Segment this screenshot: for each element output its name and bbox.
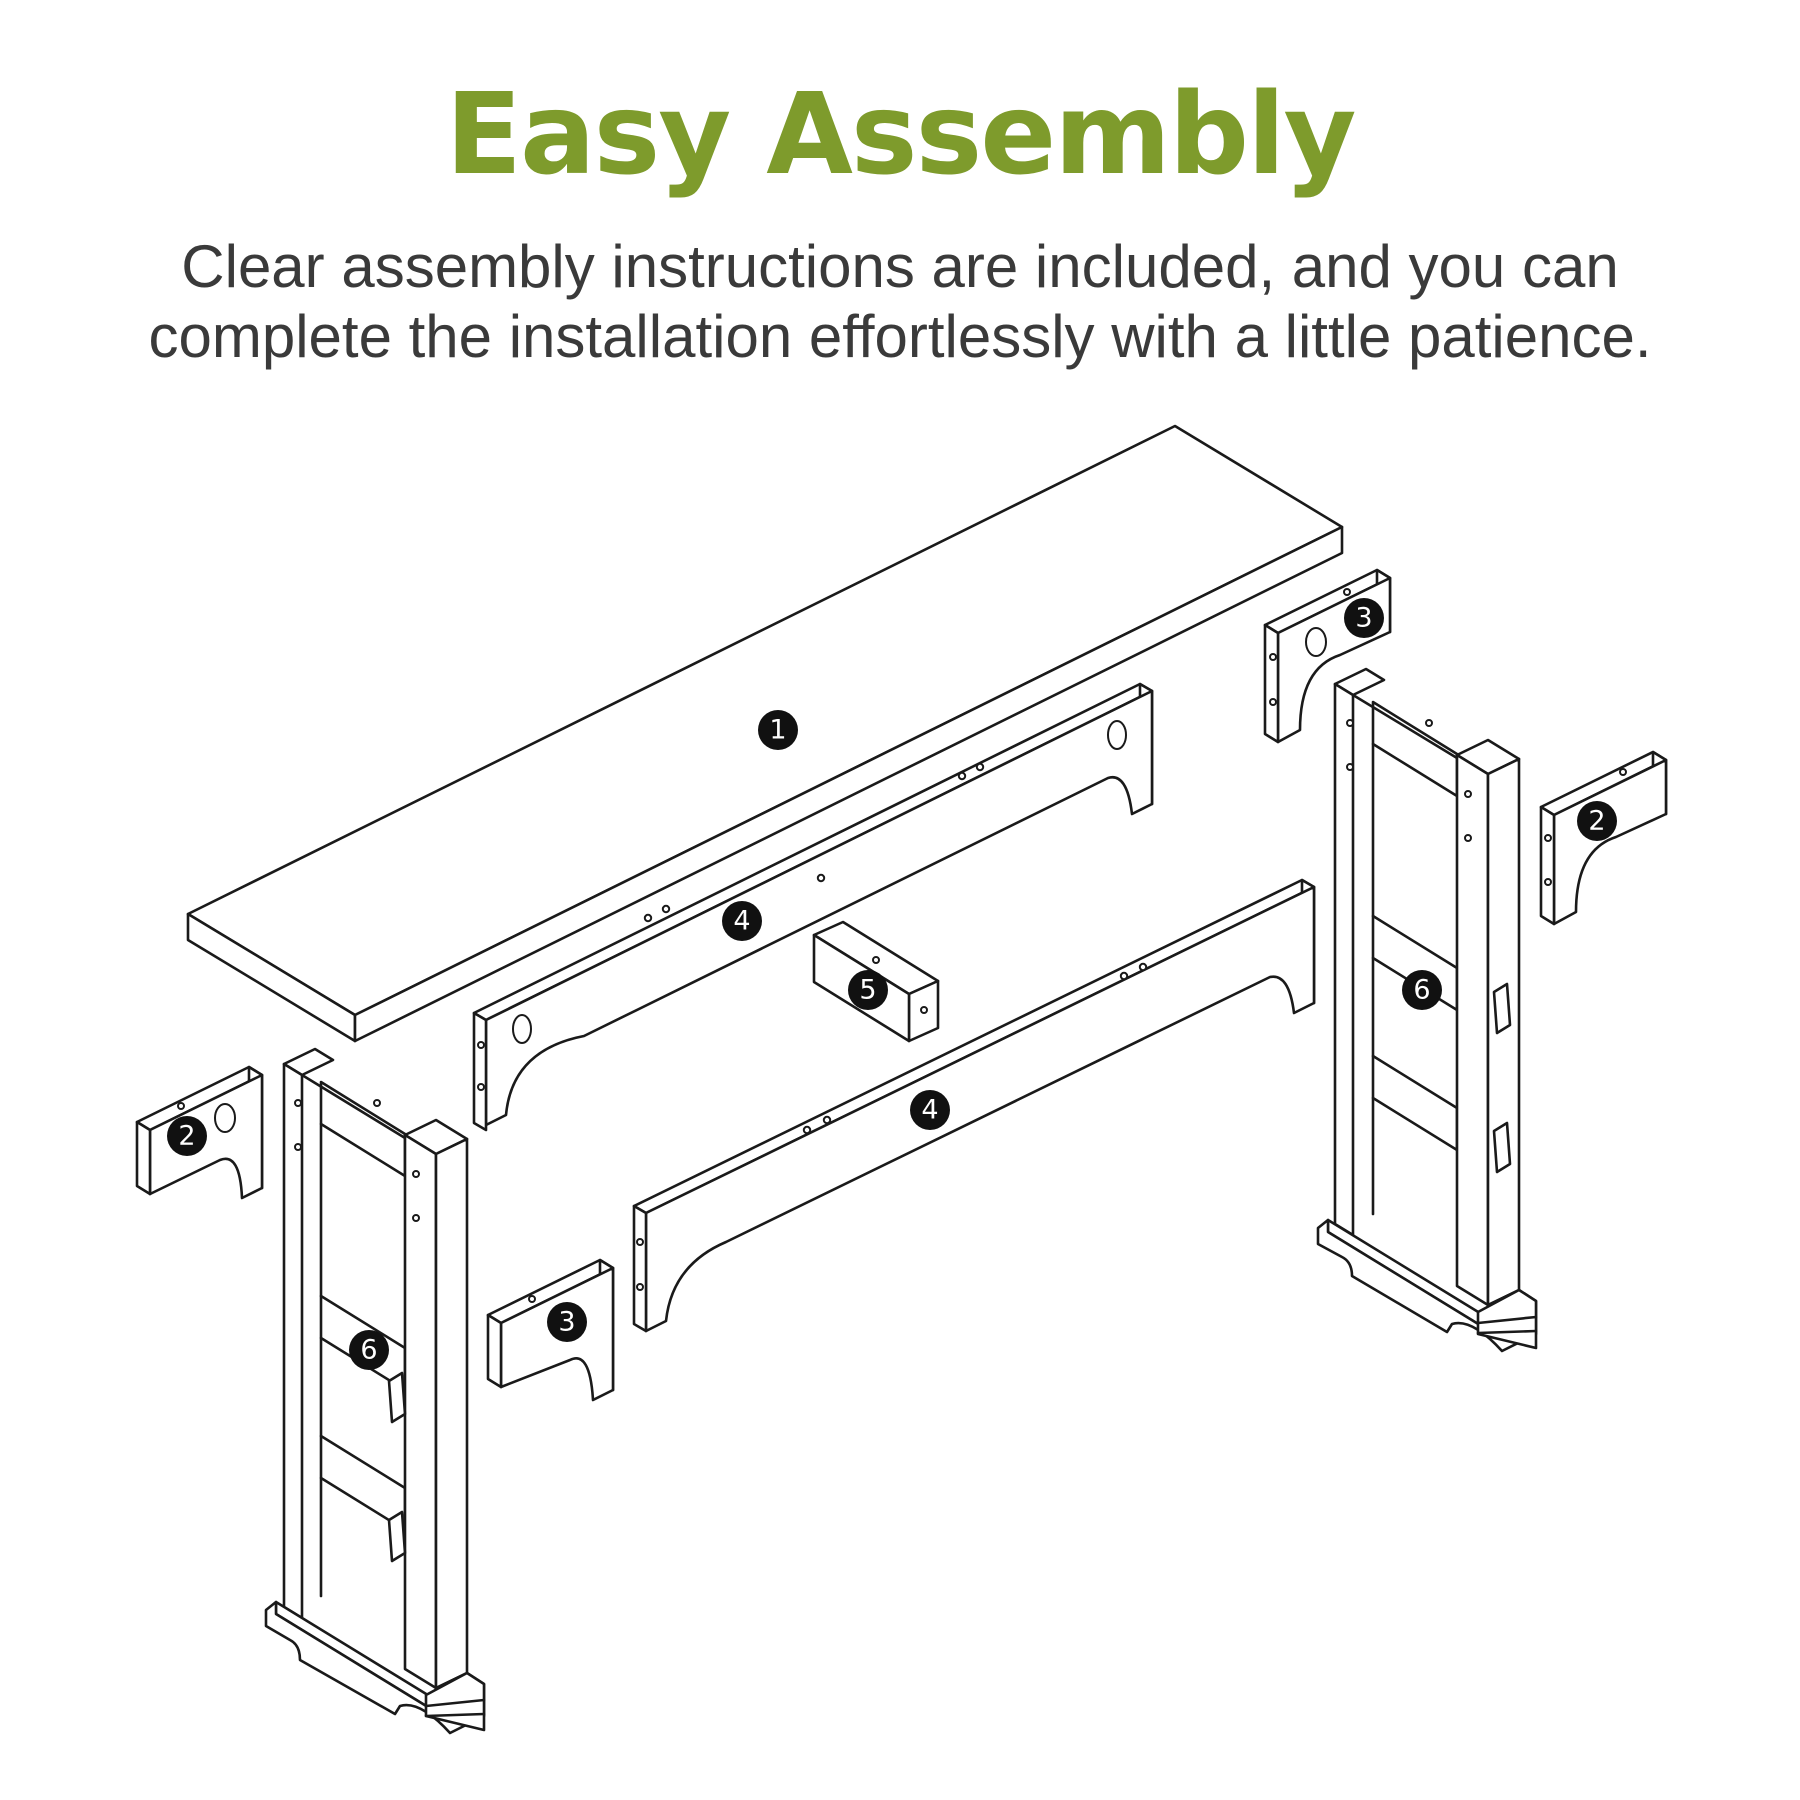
part-4-number: 4 (733, 906, 750, 937)
leg-frame-left (264, 1047, 486, 1735)
page-title: Easy Assembly (445, 70, 1357, 200)
leg-frame-right (1316, 667, 1538, 1353)
part-5-number: 5 (859, 975, 876, 1006)
part-5-badge: 5 (848, 970, 888, 1010)
part-2-number: 2 (178, 1121, 195, 1152)
part-4-badge-back: 4 (722, 901, 762, 941)
part-2-badge-right: 2 (1577, 801, 1617, 841)
part-3-badge-mid: 3 (547, 1302, 587, 1342)
part-1-badge: 1 (758, 710, 798, 750)
apron-front (632, 878, 1316, 1333)
part-1-number: 1 (769, 715, 786, 746)
part-6-badge-right: 6 (1402, 970, 1442, 1010)
part-6-number: 6 (360, 1335, 377, 1366)
part-3-number: 3 (558, 1307, 575, 1338)
part-4-badge-front: 4 (910, 1090, 950, 1130)
bracket-back-right (1539, 750, 1668, 926)
part-6-number: 6 (1413, 975, 1430, 1006)
part-3-number: 3 (1355, 603, 1372, 634)
subtitle-line-2: complete the installation effortlessly w… (148, 303, 1652, 370)
bracket-back-right-top (1263, 568, 1392, 744)
part-6-badge-left: 6 (349, 1330, 389, 1370)
part-4-number: 4 (921, 1095, 938, 1126)
subtitle-line-1: Clear assembly instructions are included… (181, 233, 1619, 300)
bracket-front-left (135, 1065, 264, 1200)
page-subtitle: Clear assembly instructions are included… (60, 232, 1740, 372)
apron-back (472, 682, 1154, 1132)
part-3-badge-right: 3 (1344, 598, 1384, 638)
part-2-number: 2 (1588, 806, 1605, 837)
part-2-badge-left: 2 (167, 1116, 207, 1156)
